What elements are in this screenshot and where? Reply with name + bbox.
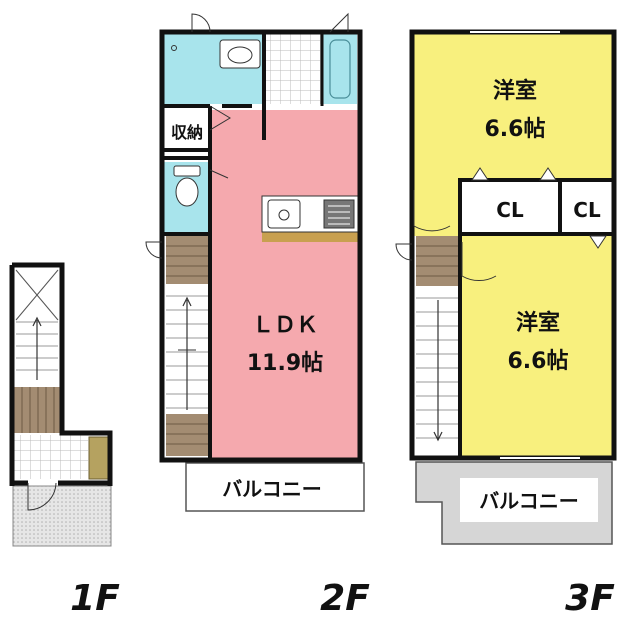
floor-2f: 収納 bbox=[145, 12, 365, 512]
door-toilet bbox=[209, 169, 229, 179]
balcony-2f-label: バルコニー bbox=[222, 477, 322, 501]
shoe-storage-1f bbox=[88, 436, 110, 480]
floor-3f-label: 3F bbox=[565, 578, 615, 619]
door-stairs bbox=[145, 241, 163, 259]
sink-icon bbox=[267, 199, 301, 229]
stair-wood-1f bbox=[14, 387, 60, 433]
washbasin bbox=[219, 39, 261, 69]
storage-2f bbox=[164, 112, 210, 148]
bedroom-bottom-name: 洋室 bbox=[516, 310, 560, 336]
floor-1f-label: 1F bbox=[70, 578, 120, 619]
balcony-3f-label-box bbox=[460, 478, 598, 522]
balcony-2f bbox=[185, 462, 365, 512]
bedroom-top bbox=[414, 34, 612, 178]
floor-2f-label: 2F bbox=[320, 578, 370, 619]
wall-1f bbox=[12, 262, 113, 486]
entry-hall-1f bbox=[14, 435, 88, 479]
kitchen-counter bbox=[262, 232, 358, 242]
toilet-icon bbox=[175, 177, 199, 207]
closet-a bbox=[462, 182, 558, 232]
bedroom-top-name: 洋室 bbox=[493, 78, 537, 104]
closet-a-label: CL bbox=[496, 198, 524, 222]
ldk-size: 11.9帖 bbox=[247, 351, 323, 376]
entrance-porch bbox=[12, 485, 112, 547]
door-3f-bedroom-top bbox=[413, 190, 451, 232]
floor-1f bbox=[9, 262, 113, 547]
closet-door-icon bbox=[471, 167, 489, 181]
closet-b bbox=[562, 182, 612, 232]
balcony-3f-label: バルコニー bbox=[479, 489, 579, 513]
bedroom-top-size: 6.6帖 bbox=[485, 117, 546, 142]
door-2f-top-right bbox=[329, 12, 349, 33]
door-3f-stairs bbox=[395, 243, 413, 261]
ldk-room bbox=[210, 110, 358, 460]
closet-b-label: CL bbox=[573, 198, 601, 222]
wall-2f bbox=[159, 29, 363, 463]
bathroom-floor bbox=[266, 34, 322, 104]
door-storage bbox=[209, 105, 231, 131]
bedroom-bottom bbox=[462, 236, 612, 456]
floor-3f: バルコニー 洋室 6.6帖 CL CL 洋室 6.6帖 bbox=[395, 29, 617, 545]
storage-label: 収納 bbox=[171, 123, 203, 142]
door-2f-top-left bbox=[191, 13, 211, 33]
ldk-name: ＬＤＫ bbox=[252, 313, 318, 338]
bedroom-bottom-size: 6.6帖 bbox=[508, 349, 569, 374]
door-3f-bedroom-bottom bbox=[461, 242, 497, 282]
stove-icon bbox=[323, 199, 355, 229]
entrance-door bbox=[27, 482, 57, 511]
